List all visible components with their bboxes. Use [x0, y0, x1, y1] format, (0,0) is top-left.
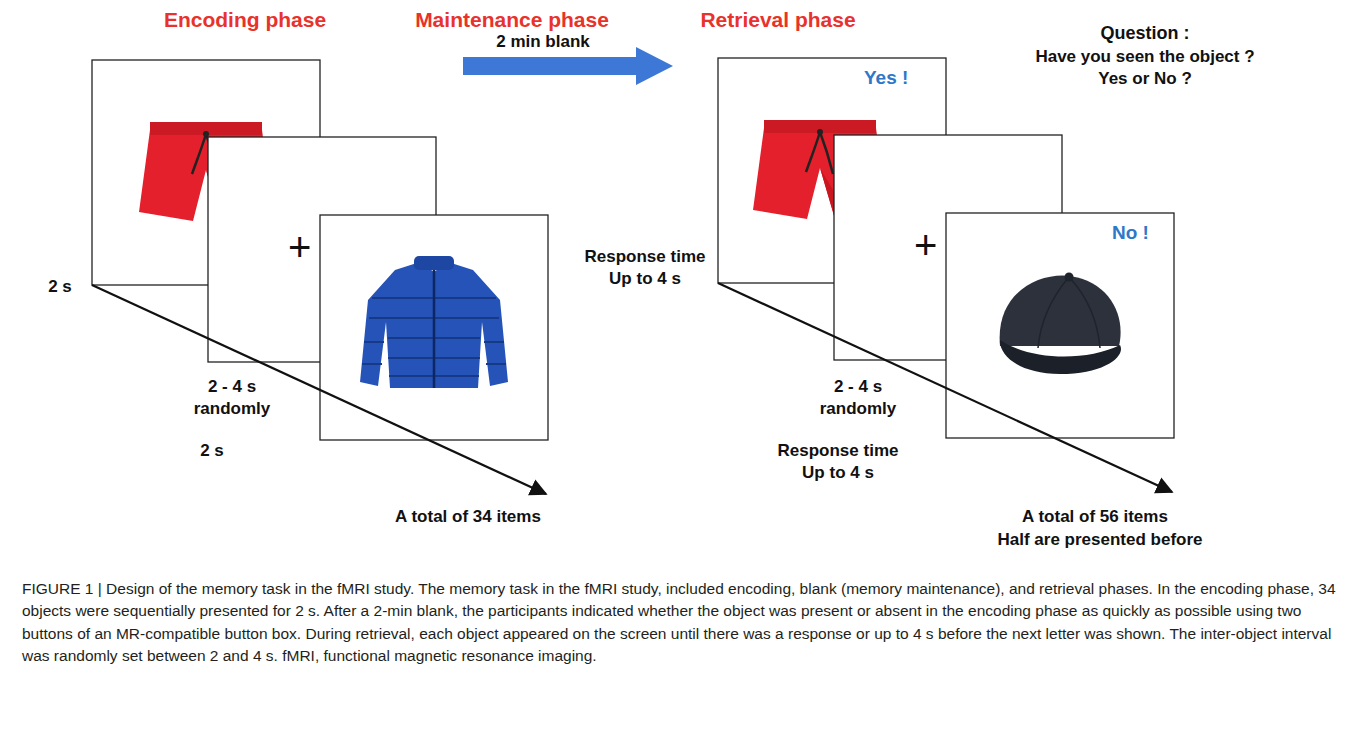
picture-frame-node: No !: [946, 213, 1174, 438]
jacket-zipper: [433, 270, 436, 388]
timing-label: 2 - 4 s randomly: [814, 376, 902, 420]
answer-text: Yes !: [864, 68, 908, 89]
label-slot: Response time Up to 4 s: [578, 246, 712, 290]
timing-label: 2 min blank: [496, 31, 590, 53]
timing-label: Question :: [1101, 22, 1190, 45]
answer-text: No !: [1112, 223, 1149, 244]
label-slot: A total of 56 items: [1022, 506, 1168, 528]
label-slot: Half are presented before: [997, 529, 1202, 551]
picture-frame-node: +: [834, 135, 1062, 360]
label-slot: 2 s: [200, 440, 224, 462]
cap-button: [1065, 273, 1074, 282]
timing-label: Half are presented before: [997, 529, 1202, 551]
label-slot: A total of 34 items: [395, 506, 541, 528]
timing-label: 2 s: [200, 440, 224, 462]
timing-label: 2 - 4 s randomly: [188, 376, 276, 420]
label-slot: Have you seen the object ? Yes or No ?: [1025, 46, 1265, 90]
label-slot: Encoding phase: [164, 6, 326, 33]
timing-label: Response time Up to 4 s: [578, 246, 712, 290]
phase-heading: Encoding phase: [164, 6, 326, 33]
label-slot: 2 s: [48, 276, 72, 298]
fixation-cross: +: [288, 225, 311, 269]
fixation-cross: +: [914, 223, 937, 267]
cap-picture: [1000, 273, 1121, 375]
phase-heading: Maintenance phase: [415, 6, 609, 33]
jacket-picture: [360, 256, 508, 388]
picture-frame-node: +: [208, 137, 436, 362]
cap-seam: [1038, 278, 1100, 348]
cap-crown: [1000, 276, 1121, 346]
timing-label: A total of 56 items: [1022, 506, 1168, 528]
label-slot: Retrieval phase: [700, 6, 855, 33]
picture-frame-node: Yes !: [718, 58, 946, 283]
caption-slot: FIGURE 1 | Design of the memory task in …: [22, 578, 1336, 668]
timing-label: 2 s: [48, 276, 72, 298]
time-axis-arrow: [718, 283, 1172, 492]
jacket-collar: [414, 256, 454, 270]
label-slot: 2 min blank: [496, 31, 590, 53]
phase-heading: Retrieval phase: [700, 6, 855, 33]
time-axis-arrow: [92, 285, 546, 494]
timing-label: Have you seen the object ? Yes or No ?: [1025, 46, 1265, 90]
blank-period-arrow: [463, 47, 673, 85]
figure-caption: FIGURE 1 | Design of the memory task in …: [22, 578, 1336, 668]
label-slot: 2 - 4 s randomly: [814, 376, 902, 420]
timing-label: A total of 34 items: [395, 506, 541, 528]
label-slot: 2 - 4 s randomly: [188, 376, 276, 420]
label-slot: Maintenance phase: [415, 6, 609, 33]
jacket-body: [360, 262, 508, 388]
label-slot: Question :: [1101, 22, 1190, 45]
cap-brim: [1000, 340, 1121, 374]
label-slot: Response time Up to 4 s: [771, 440, 905, 484]
timing-label: Response time Up to 4 s: [771, 440, 905, 484]
